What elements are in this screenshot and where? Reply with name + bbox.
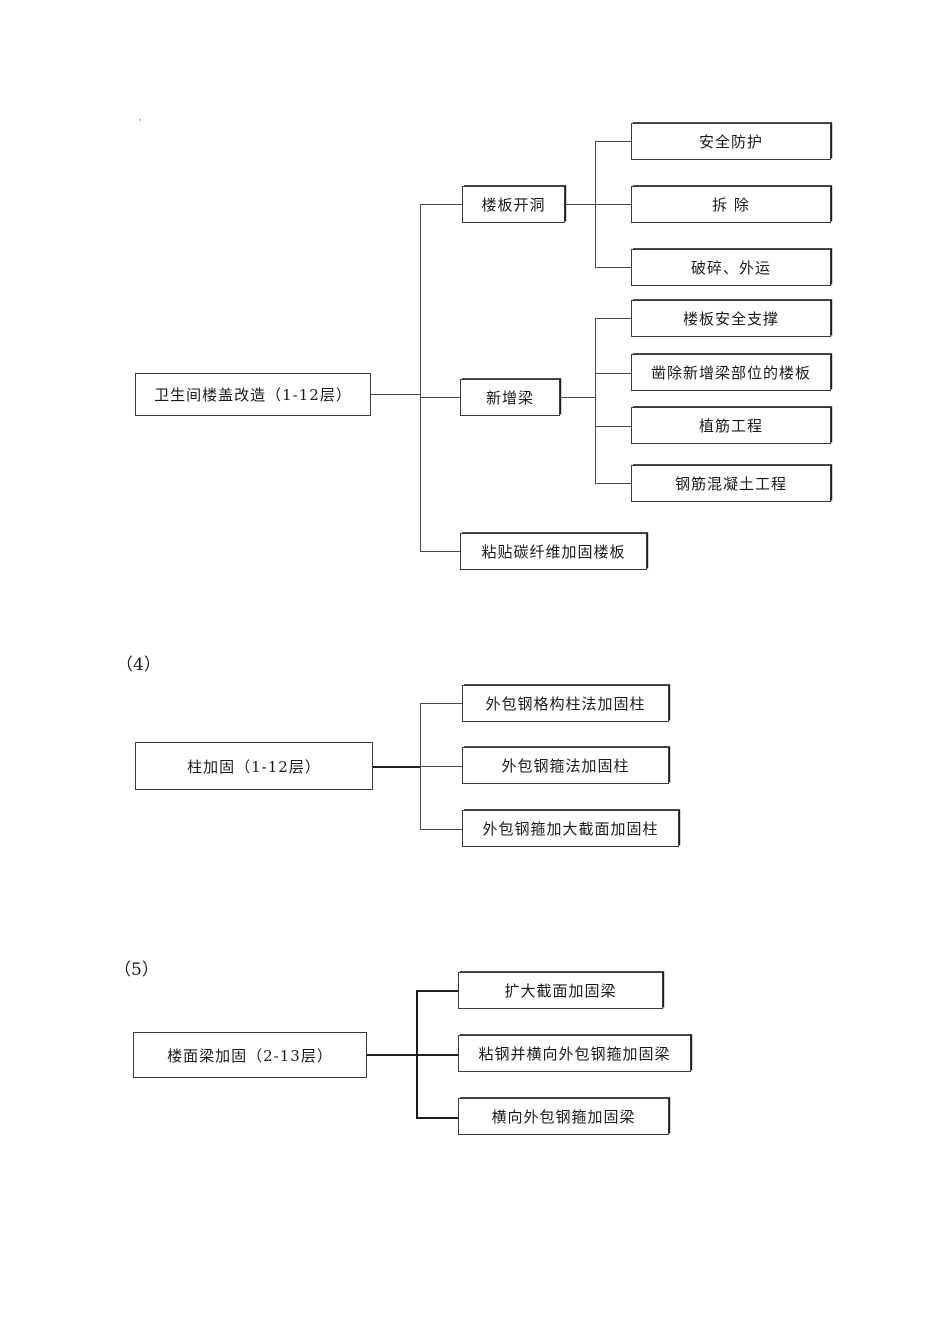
section-label-5: （5） [114,960,159,980]
connector-to-beam-3 [416,1117,458,1119]
node-carbon-fiber-slab[interactable]: 粘贴碳纤维加固楼板 [460,533,647,570]
node-demolition[interactable]: 拆 除 [631,186,831,223]
connector-to-carbon-fiber [420,551,460,552]
node-rebar-planting[interactable]: 植筋工程 [631,407,831,444]
connector-to-rebar-planting [595,426,631,427]
connector-to-beam-2 [416,1054,458,1056]
node-slab-opening[interactable]: 楼板开洞 [462,186,565,223]
node-new-beam[interactable]: 新增梁 [460,379,560,416]
connector-to-crush-transport [595,267,631,268]
node-chisel-new-beam-slab[interactable]: 凿除新增梁部位的楼板 [631,354,831,391]
connector-to-new-beam [420,397,460,398]
connector-root-stub-5 [367,1054,416,1056]
connector-slab-opening-out [565,204,595,205]
node-root-floor-beam-reinforcement[interactable]: 楼面梁加固（2-13层） [133,1032,367,1078]
connector-to-reinforced-concrete [595,483,631,484]
connector-new-beam-trunk [595,318,596,483]
node-safety-protection[interactable]: 安全防护 [631,123,831,160]
connector-to-col-2 [420,766,462,767]
node-reinforced-concrete-works[interactable]: 钢筋混凝土工程 [631,465,831,502]
node-column-steel-hoop-enlarged[interactable]: 外包钢箍加大截面加固柱 [462,810,679,847]
node-slab-safety-support[interactable]: 楼板安全支撑 [631,300,831,337]
connector-root-stub [371,394,420,395]
node-beam-enlarged-section[interactable]: 扩大截面加固梁 [458,972,663,1009]
connector-to-demolition [595,204,631,205]
connector-to-safety-protection [595,141,631,142]
node-column-lattice-steel[interactable]: 外包钢格构柱法加固柱 [462,685,669,722]
node-root-column-reinforcement[interactable]: 柱加固（1-12层） [135,742,373,790]
connector-new-beam-out [560,397,595,398]
node-beam-transverse-steel-hoop[interactable]: 横向外包钢箍加固梁 [458,1098,669,1135]
connector-to-beam-1 [416,990,458,992]
connector-to-slab-support [595,318,631,319]
connector-to-col-3 [420,829,462,830]
node-column-steel-hoop[interactable]: 外包钢箍法加固柱 [462,747,669,784]
node-crush-transport[interactable]: 破碎、外运 [631,249,831,286]
connector-trunk-5 [416,990,418,1117]
connector-main-trunk [420,204,421,551]
connector-to-col-1 [420,703,462,704]
node-root-bathroom-floor[interactable]: 卫生间楼盖改造（1-12层） [135,373,371,416]
node-beam-steel-bond-hoop[interactable]: 粘钢并横向外包钢箍加固梁 [458,1035,691,1072]
connector-to-slab-opening [420,204,462,205]
section-label-4: （4） [116,655,161,675]
connector-to-chisel-slab [595,373,631,374]
scan-artifact-mark: ' [138,117,144,129]
connector-root-stub-4 [373,766,420,768]
